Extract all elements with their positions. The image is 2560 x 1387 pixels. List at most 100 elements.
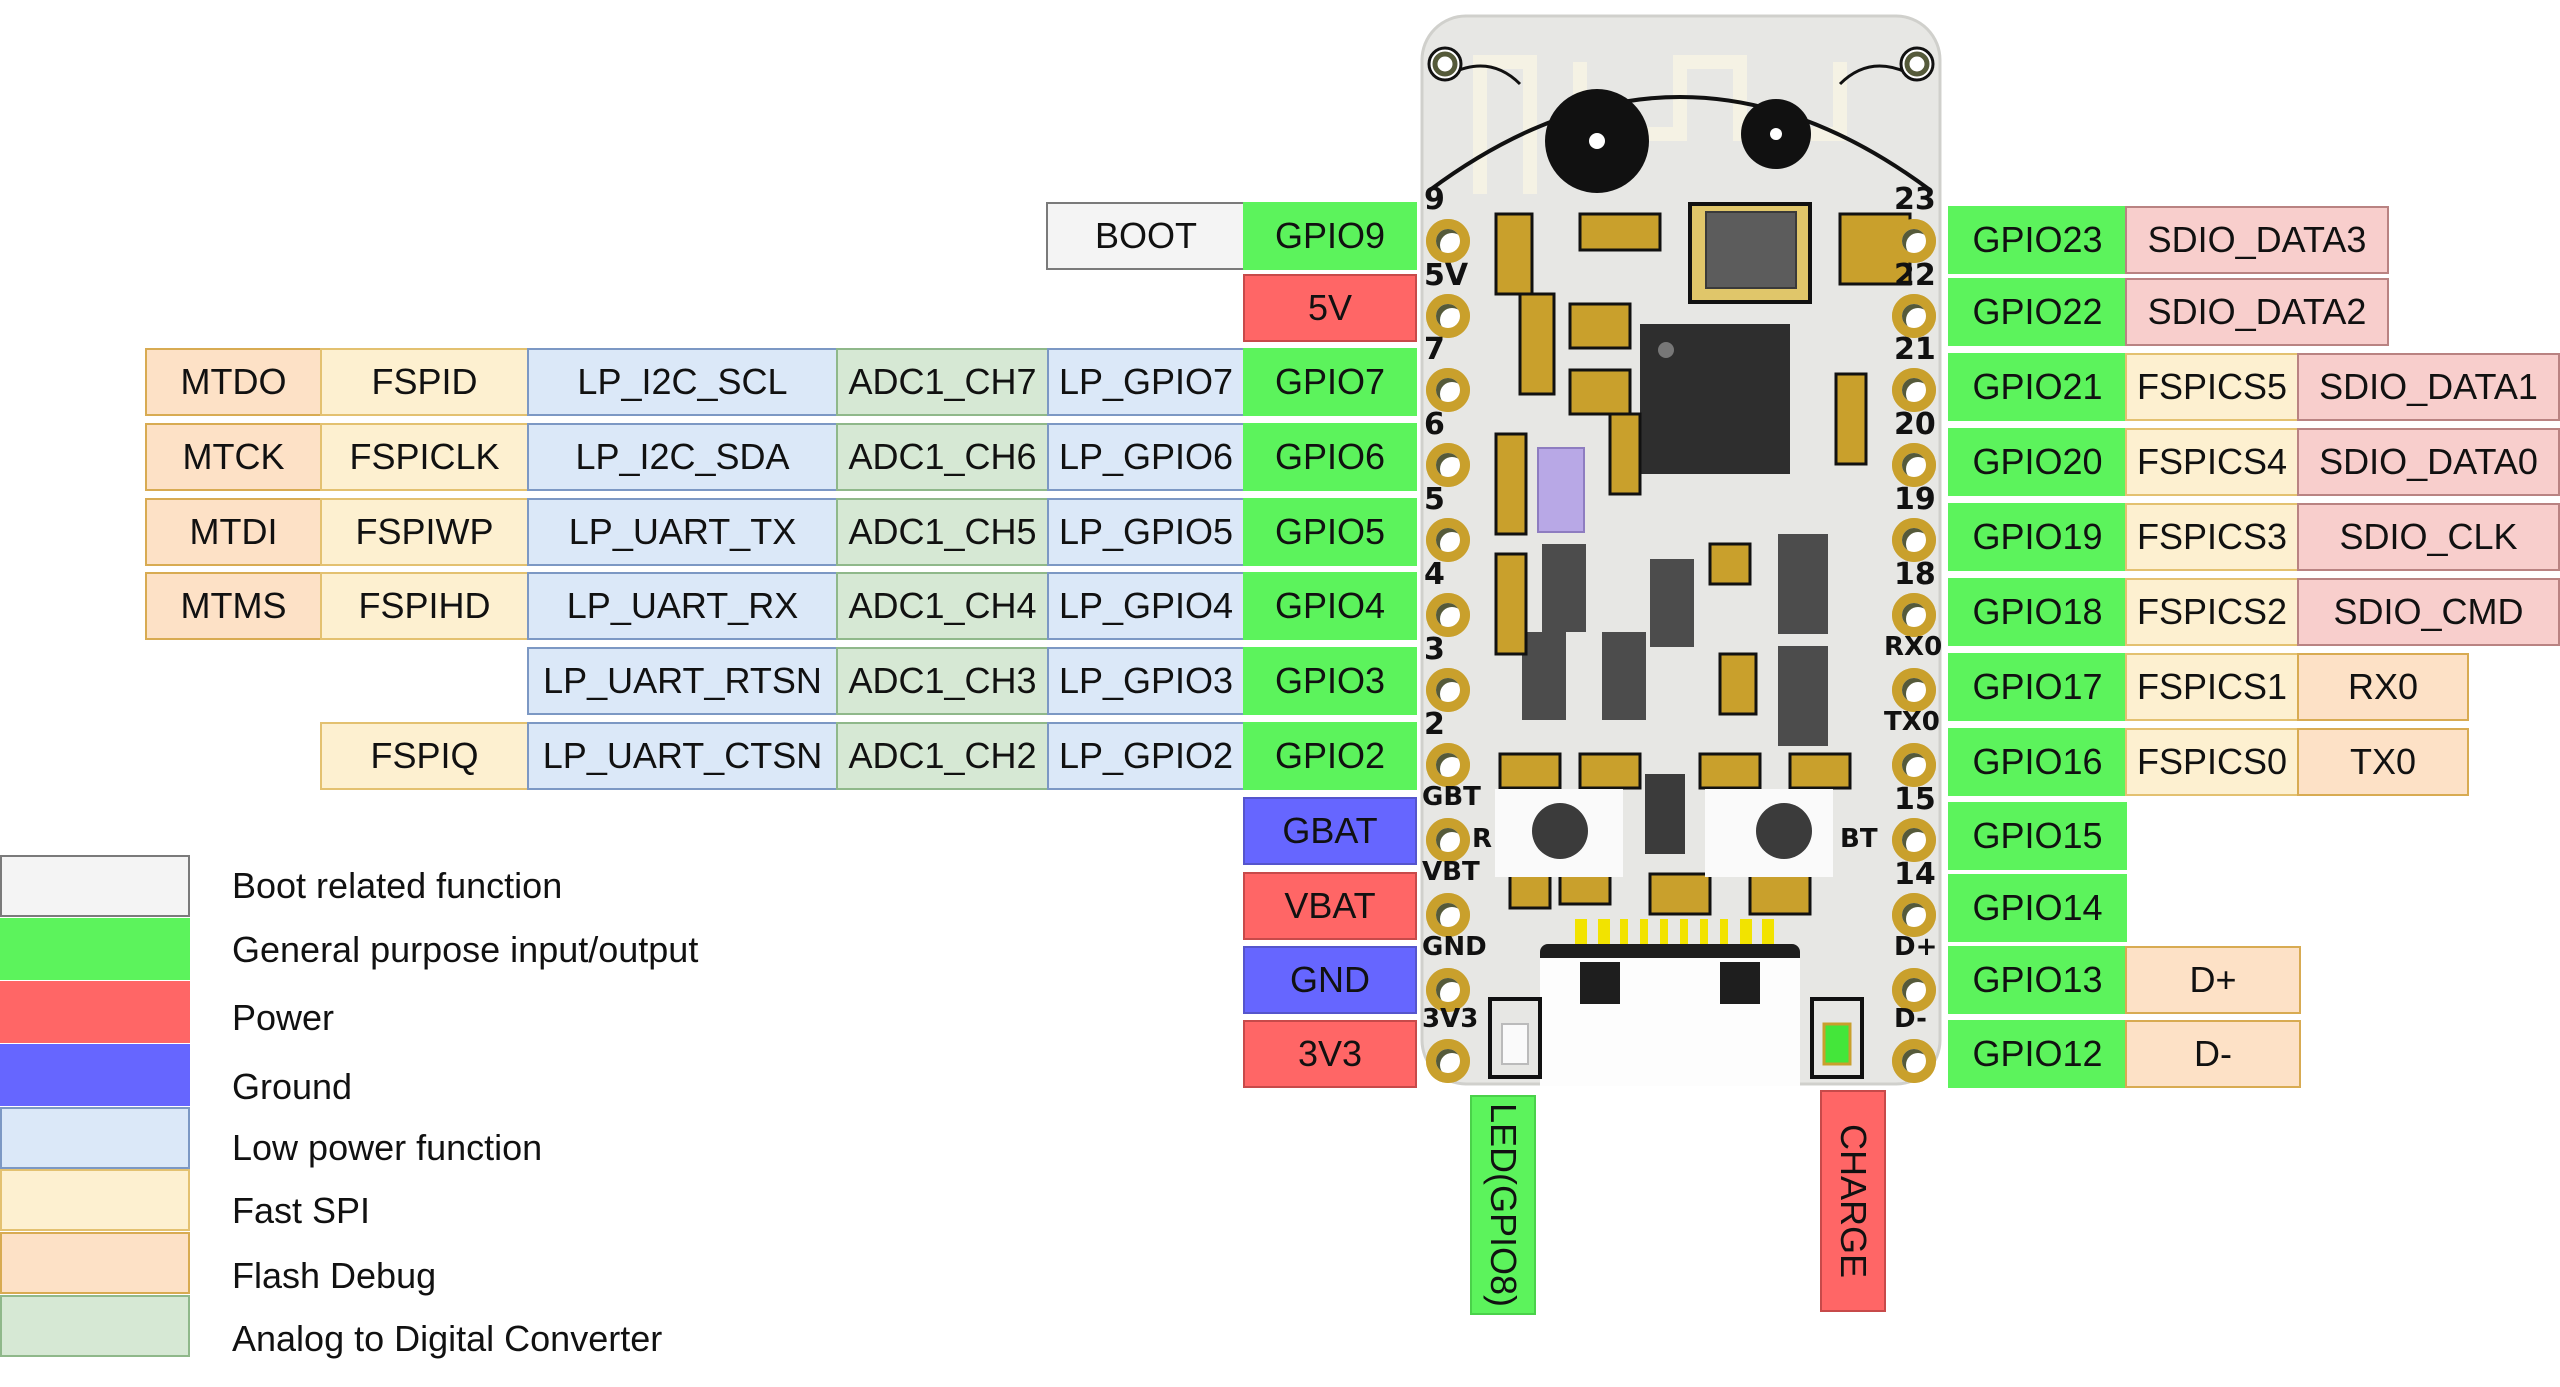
gpio3-label: GPIO3 [1243,647,1417,715]
vbat-label: VBAT [1243,872,1417,940]
sdio-label: SDIO_CMD [2297,578,2560,646]
low-power-label: LP_I2C_SCL [527,348,838,416]
legend-label: General purpose input/output [232,929,699,970]
boot-button[interactable] [1756,803,1812,859]
sdio-label: SDIO_DATA0 [2297,428,2560,496]
silk-label: 2 [1424,707,1445,742]
adc-label: ADC1_CH2 [836,722,1049,790]
pin-hole [1426,593,1470,637]
gpio7-label: GPIO7 [1243,348,1417,416]
usb-dplus-label: D+ [2125,946,2301,1014]
usb-dminus-label: D- [2125,1020,2301,1088]
pin-hole [1892,1039,1936,1083]
fspi-label: FSPIQ [320,722,529,790]
uart-label: TX0 [2297,728,2469,796]
gpio19-label: GPIO19 [1948,503,2127,571]
gpio5-label: GPIO5 [1243,498,1417,566]
sdio-label: SDIO_DATA1 [2297,353,2560,421]
fspi-label: FSPICS5 [2125,353,2299,421]
fspi-label: FSPIWP [320,498,529,566]
silk-label: D+ [1894,932,1938,962]
fspi-label: FSPICLK [320,423,529,491]
low-power-label: LP_I2C_SDA [527,423,838,491]
gbat-label: GBAT [1243,797,1417,865]
pin-hole [1426,893,1470,937]
charge-led-label: CHARGE [1820,1090,1886,1312]
pin-hole [1892,818,1936,862]
pin-hole [1426,743,1470,787]
silk-label: 3V3 [1422,1004,1479,1034]
lp-gpio-label: LP_GPIO7 [1047,348,1245,416]
flash-debug-label: MTDO [145,348,322,416]
low-power-label: LP_UART_RTSN [527,647,838,715]
silk-label: RX0 [1884,632,1943,662]
boot-label: BOOT [1046,202,1246,270]
silk-label: 21 [1894,332,1936,367]
silk-label: 4 [1424,557,1445,592]
adc-label: ADC1_CH4 [836,572,1049,640]
lp-gpio-label: LP_GPIO2 [1047,722,1245,790]
silk-label: 7 [1424,332,1445,367]
low-power-label: LP_UART_RX [527,572,838,640]
pin-hole [1892,668,1936,712]
silk-label: 22 [1894,258,1936,293]
board-illustration [1420,14,1942,1086]
pin-hole [1426,368,1470,412]
gpio18-label: GPIO18 [1948,578,2127,646]
pin-hole [1426,968,1470,1012]
pin-hole [1426,818,1470,862]
legend: Boot related function General purpose in… [0,855,760,1387]
gnd-label: GND [1243,946,1417,1014]
pin-hole [1426,668,1470,712]
pin-hole [1892,518,1936,562]
boot-button-silk: BT [1840,824,1878,854]
fspi-label: FSPICS2 [2125,578,2299,646]
silk-label: VBT [1422,857,1480,887]
pin-hole [1426,294,1470,338]
fspi-label: FSPIHD [320,572,529,640]
pin-hole [1892,968,1936,1012]
gpio9-label: GPIO9 [1243,202,1417,270]
gpio12-label: GPIO12 [1948,1020,2127,1088]
legend-swatch-flash-debug [0,1232,190,1294]
flash-debug-label: MTDI [145,498,322,566]
sdio-label: SDIO_DATA3 [2125,206,2389,274]
pin-hole [1892,443,1936,487]
gpio22-label: GPIO22 [1948,278,2127,346]
silk-label: 14 [1894,857,1936,892]
lp-gpio-label: LP_GPIO4 [1047,572,1245,640]
legend-label: Boot related function [232,865,563,906]
legend-swatch-ground [0,1044,190,1106]
fspi-label: FSPID [320,348,529,416]
gpio2-label: GPIO2 [1243,722,1417,790]
silk-label: 15 [1894,782,1936,817]
reset-button-silk: R [1472,824,1493,854]
legend-label: Power [232,997,335,1038]
pin-hole [1426,219,1470,263]
legend-swatch-low-power [0,1107,190,1169]
silk-label: GND [1422,932,1487,962]
3v3-label: 3V3 [1243,1020,1417,1088]
silk-label: GBT [1422,782,1481,812]
gpio14-label: GPIO14 [1948,874,2127,942]
silk-label: 9 [1424,182,1445,217]
silk-label: D- [1894,1004,1927,1034]
pin-hole [1426,443,1470,487]
pin-hole [1426,518,1470,562]
usb-c-port [1540,944,1800,1168]
pin-hole [1892,294,1936,338]
legend-label: Fast SPI [232,1190,371,1231]
silk-label: 6 [1424,407,1445,442]
legend-swatch-adc [0,1295,190,1357]
pin-hole [1892,219,1936,263]
reset-button[interactable] [1532,803,1588,859]
silk-label: 3 [1424,632,1445,667]
flash-debug-label: MTCK [145,423,322,491]
adc-label: ADC1_CH3 [836,647,1049,715]
silk-label: 20 [1894,407,1936,442]
sdio-label: SDIO_CLK [2297,503,2560,571]
silk-label: 18 [1894,557,1936,592]
gpio23-label: GPIO23 [1948,206,2127,274]
gpio21-label: GPIO21 [1948,353,2127,421]
low-power-label: LP_UART_TX [527,498,838,566]
